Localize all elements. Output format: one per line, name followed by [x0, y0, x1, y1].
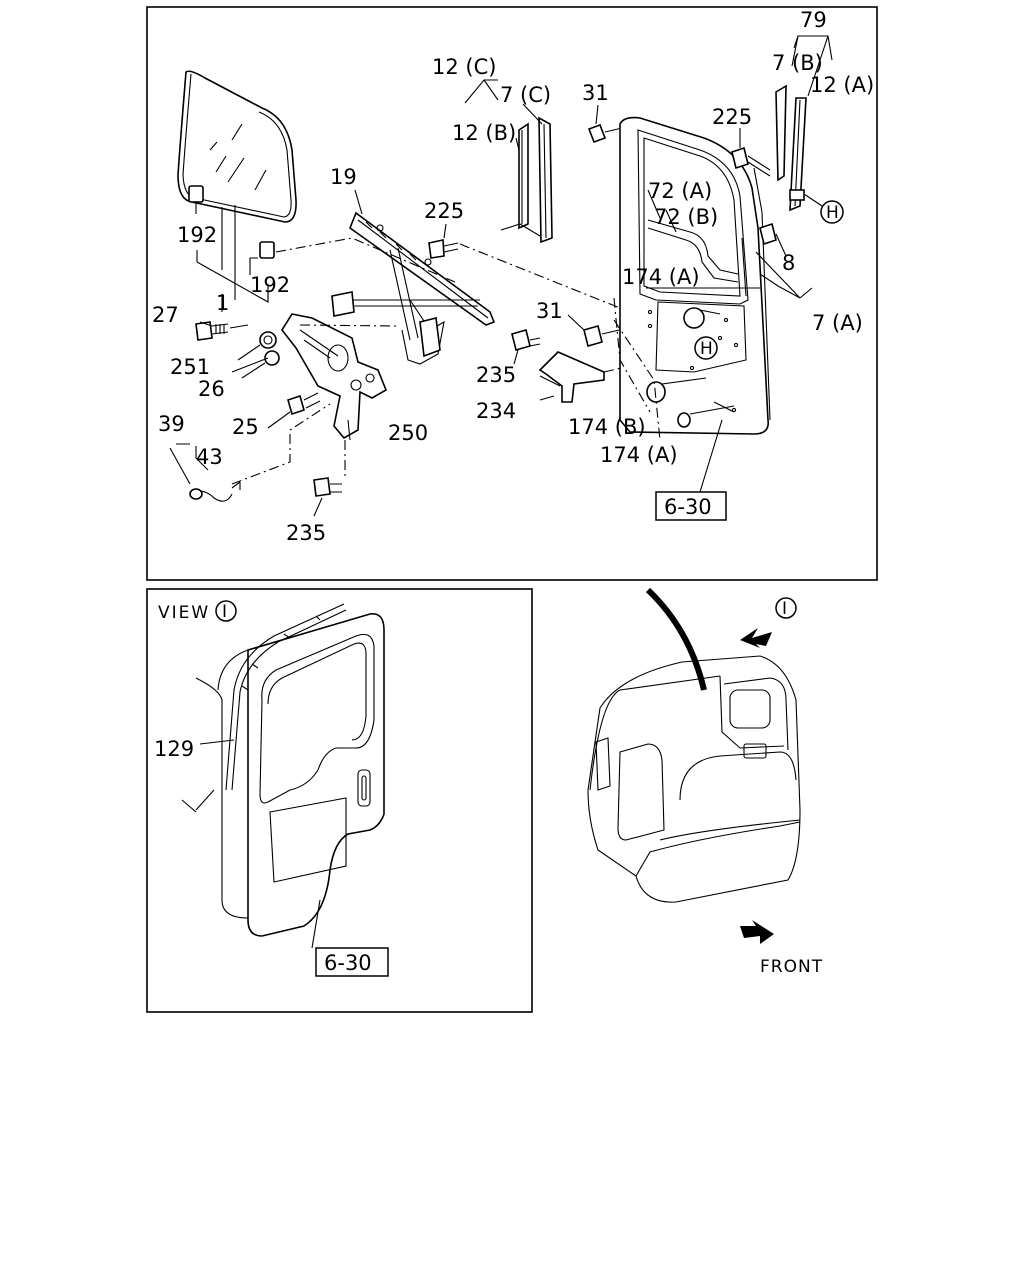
callout-7c: 7 (C) [500, 83, 551, 107]
callout-174a-upper: 174 (A) [622, 265, 700, 289]
callout-26: 26 [198, 377, 225, 401]
callout-31-lower: 31 [536, 299, 563, 323]
callout-7b: 7 (B) [772, 51, 823, 75]
bolt-235-lower [313, 440, 346, 517]
cab-overview [587, 587, 801, 944]
callout-250: 250 [388, 421, 428, 445]
callout-1: 1 [216, 291, 229, 315]
callout-174b: 174 (B) [568, 415, 646, 439]
nut-251 [237, 331, 277, 361]
front-label: FRONT [760, 957, 823, 977]
callout-7a: 7 (A) [812, 311, 863, 335]
plug-174b [646, 377, 707, 403]
page-ref-box-top [655, 491, 727, 521]
callout-251: 251 [170, 355, 210, 379]
view-label: VIEW [158, 603, 210, 623]
callout-12b: 12 (B) [452, 121, 516, 145]
marker-h-mid [694, 336, 718, 360]
glass-clip-192 [188, 185, 204, 214]
marker-h-top-label: H [826, 203, 839, 223]
callout-225-right: 225 [712, 105, 752, 129]
clip-31-lower [567, 314, 629, 347]
page-ref-box-view [315, 947, 389, 977]
clip-8 [759, 222, 787, 257]
callout-43: 43 [196, 445, 223, 469]
marker-h-mid-label: H [700, 339, 713, 359]
callout-72b: 72 (B) [654, 205, 718, 229]
callout-31-upper: 31 [582, 81, 609, 105]
callout-235-middle: 235 [476, 363, 516, 387]
callout-192-left: 192 [177, 223, 217, 247]
marker-i-view [215, 600, 237, 622]
callout-129: 129 [154, 737, 194, 761]
glass-channel-19 [349, 211, 496, 326]
run-channel-7b-12a [775, 84, 823, 212]
callout-192-right: 192 [250, 273, 290, 297]
bolt-225-right [731, 128, 771, 177]
weatherstrip-7a [741, 167, 813, 421]
handle-39-43 [169, 403, 331, 502]
page-ref-top: 6-30 [664, 495, 712, 519]
clip-31-upper [587, 104, 623, 144]
marker-h-top [820, 200, 844, 224]
callout-39: 39 [158, 412, 185, 436]
bolt-27 [195, 321, 249, 341]
marker-i-cab-label: I [782, 599, 787, 619]
door-inner-panel [619, 116, 770, 435]
callout-19: 19 [330, 165, 357, 189]
panel-view-i [146, 588, 533, 1013]
callout-25: 25 [232, 415, 259, 439]
callout-225-center: 225 [424, 199, 464, 223]
regulator-plate-250 [281, 313, 388, 441]
callout-79: 79 [800, 8, 827, 32]
marker-i-view-label: I [222, 602, 227, 622]
marker-i-cab [775, 597, 797, 619]
bolt-235-middle [511, 329, 541, 365]
nut-26 [241, 350, 280, 379]
callout-235-lower: 235 [286, 521, 326, 545]
plug-174a-upper [683, 307, 721, 329]
callout-8: 8 [782, 251, 795, 275]
bolt-225-center [428, 223, 621, 309]
callout-27: 27 [152, 303, 179, 327]
glass-clip-192-b [249, 241, 275, 275]
bolt-25 [267, 392, 321, 429]
callout-234: 234 [476, 399, 516, 423]
callout-12a: 12 (A) [810, 73, 874, 97]
exploded-illustration [169, 35, 833, 521]
plug-174a-lower [677, 405, 735, 428]
panel-exploded-view [146, 6, 878, 581]
callout-174a-lower: 174 (A) [600, 443, 678, 467]
page-ref-view: 6-30 [324, 951, 372, 975]
run-channel-12b-7c [500, 116, 553, 244]
callout-72a: 72 (A) [648, 179, 712, 203]
regulator-arms [331, 247, 480, 365]
callout-12c: 12 (C) [432, 55, 496, 79]
view-i-illustration [181, 603, 389, 977]
